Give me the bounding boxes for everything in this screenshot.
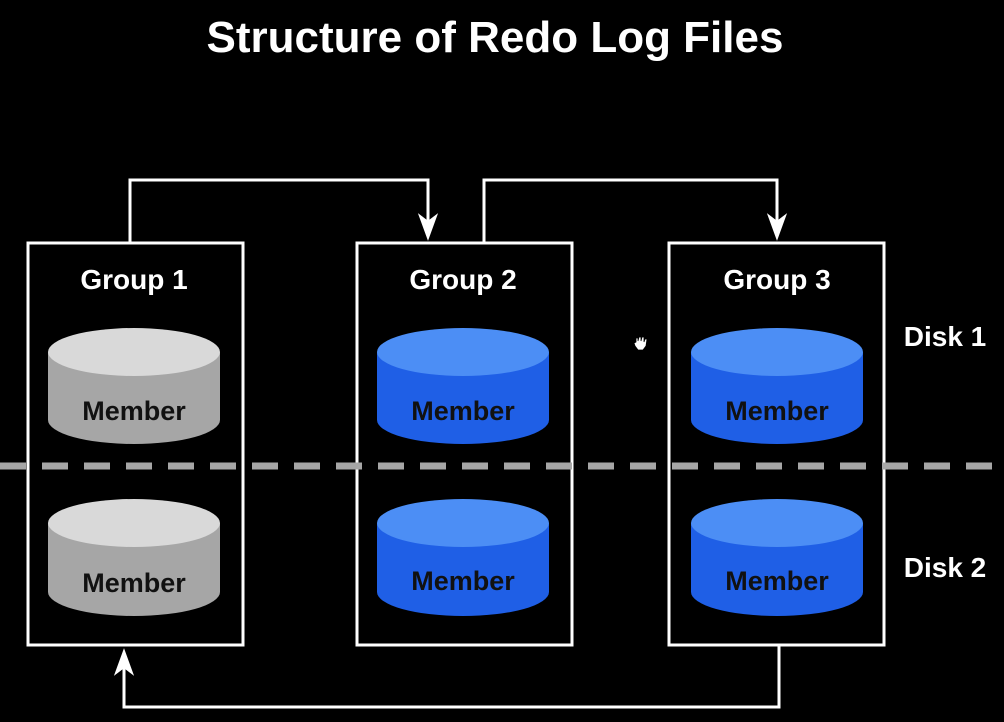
group-2-label: Group 2	[409, 264, 516, 295]
arrowhead-group3	[766, 213, 788, 241]
group-1-label: Group 1	[80, 264, 187, 295]
flow-arrows	[113, 178, 788, 709]
group-1-member-disk1-cylinder: Member	[48, 328, 220, 444]
arrow-group3-to-group1	[122, 645, 781, 709]
group-1-box	[26, 241, 245, 647]
group-1-member-disk2-cylinder: Member	[48, 499, 220, 616]
arrowhead-group2	[417, 213, 439, 241]
group-3-member-disk1-cylinder: Member	[691, 328, 863, 444]
group-3-box	[667, 241, 886, 647]
group-3-member-disk2-cylinder: Member	[691, 499, 863, 616]
hand-cursor-icon	[633, 336, 648, 351]
arrow-group1-to-group2	[128, 178, 430, 243]
group-3-member-disk1-label: Member	[725, 396, 829, 426]
group-2-member-disk1-label: Member	[411, 396, 515, 426]
group-1-member-disk1-label: Member	[82, 396, 186, 426]
group-1-member-disk2-label: Member	[82, 568, 186, 598]
arrowhead-group1	[113, 648, 135, 676]
disk-1-label: Disk 1	[904, 321, 987, 352]
group-2-member-disk2-label: Member	[411, 566, 515, 596]
group-3-label: Group 3	[723, 264, 830, 295]
group-2-box	[355, 241, 574, 647]
group-2-member-disk2-cylinder: Member	[377, 499, 549, 616]
group-3-member-disk2-label: Member	[725, 566, 829, 596]
arrow-group2-to-group3	[482, 178, 779, 243]
disk-2-label: Disk 2	[904, 552, 987, 583]
diagram-title: Structure of Redo Log Files	[207, 13, 784, 62]
group-2-member-disk1-cylinder: Member	[377, 328, 549, 444]
